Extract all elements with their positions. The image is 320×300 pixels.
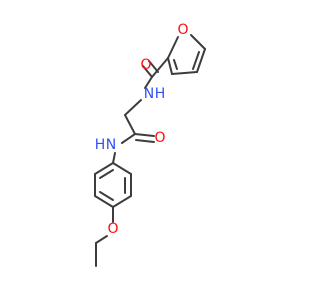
bond-benzene-3 (112, 195, 132, 208)
bond-n2-aryl (112, 152, 116, 164)
atom-o-furan: O (177, 22, 188, 38)
bond-n1-ch2 (124, 99, 142, 116)
atom-label-layer: O O N H O H N O (95, 22, 189, 237)
bond-carbonyl-1-b (148, 60, 159, 73)
bond-furan-o-c5 (190, 34, 206, 50)
atom-h-amide-1: H (155, 86, 166, 102)
atom-o-ether: O (107, 221, 118, 237)
bond-ether-ch2 (95, 235, 108, 244)
bond-furan-c3-c2-inner (173, 59, 178, 70)
bond-benzene-6-inner (99, 169, 114, 179)
bond-carbonyl-2-n2 (121, 133, 136, 144)
atom-n-amide-1: N (144, 86, 154, 102)
bond-carbonyl-2-a (134, 133, 155, 137)
bond-furan-c2-o (167, 36, 179, 59)
bond-benzene-6 (94, 162, 114, 175)
bond-carbonyl-n1 (144, 76, 153, 89)
molecule-diagram: O O N H O H N O (94, 22, 206, 267)
bond-furan-c5-c4 (196, 48, 206, 73)
bond-carbonyl-2-b (135, 139, 155, 143)
bond-carbonyl-1-a (142, 65, 153, 78)
bond-benzene-4 (94, 195, 114, 208)
atom-o-carbonyl-2: O (154, 130, 165, 146)
atom-o-carbonyl-1: O (140, 57, 151, 73)
atom-h-amide-2: H (95, 137, 106, 153)
bond-furan-c5-c4-inner (192, 51, 200, 70)
atom-n-amide-2: N (106, 137, 116, 153)
bond-furan-carbonyl (151, 57, 169, 78)
bond-benzene-1 (112, 162, 132, 175)
bond-benzene-4-inner (99, 191, 114, 201)
bond-ch2-carbonyl-2 (124, 114, 136, 135)
bond-furan-c4-c3 (171, 71, 198, 75)
bond-furan-c3-c2 (167, 57, 173, 75)
bond-layer (94, 34, 206, 267)
